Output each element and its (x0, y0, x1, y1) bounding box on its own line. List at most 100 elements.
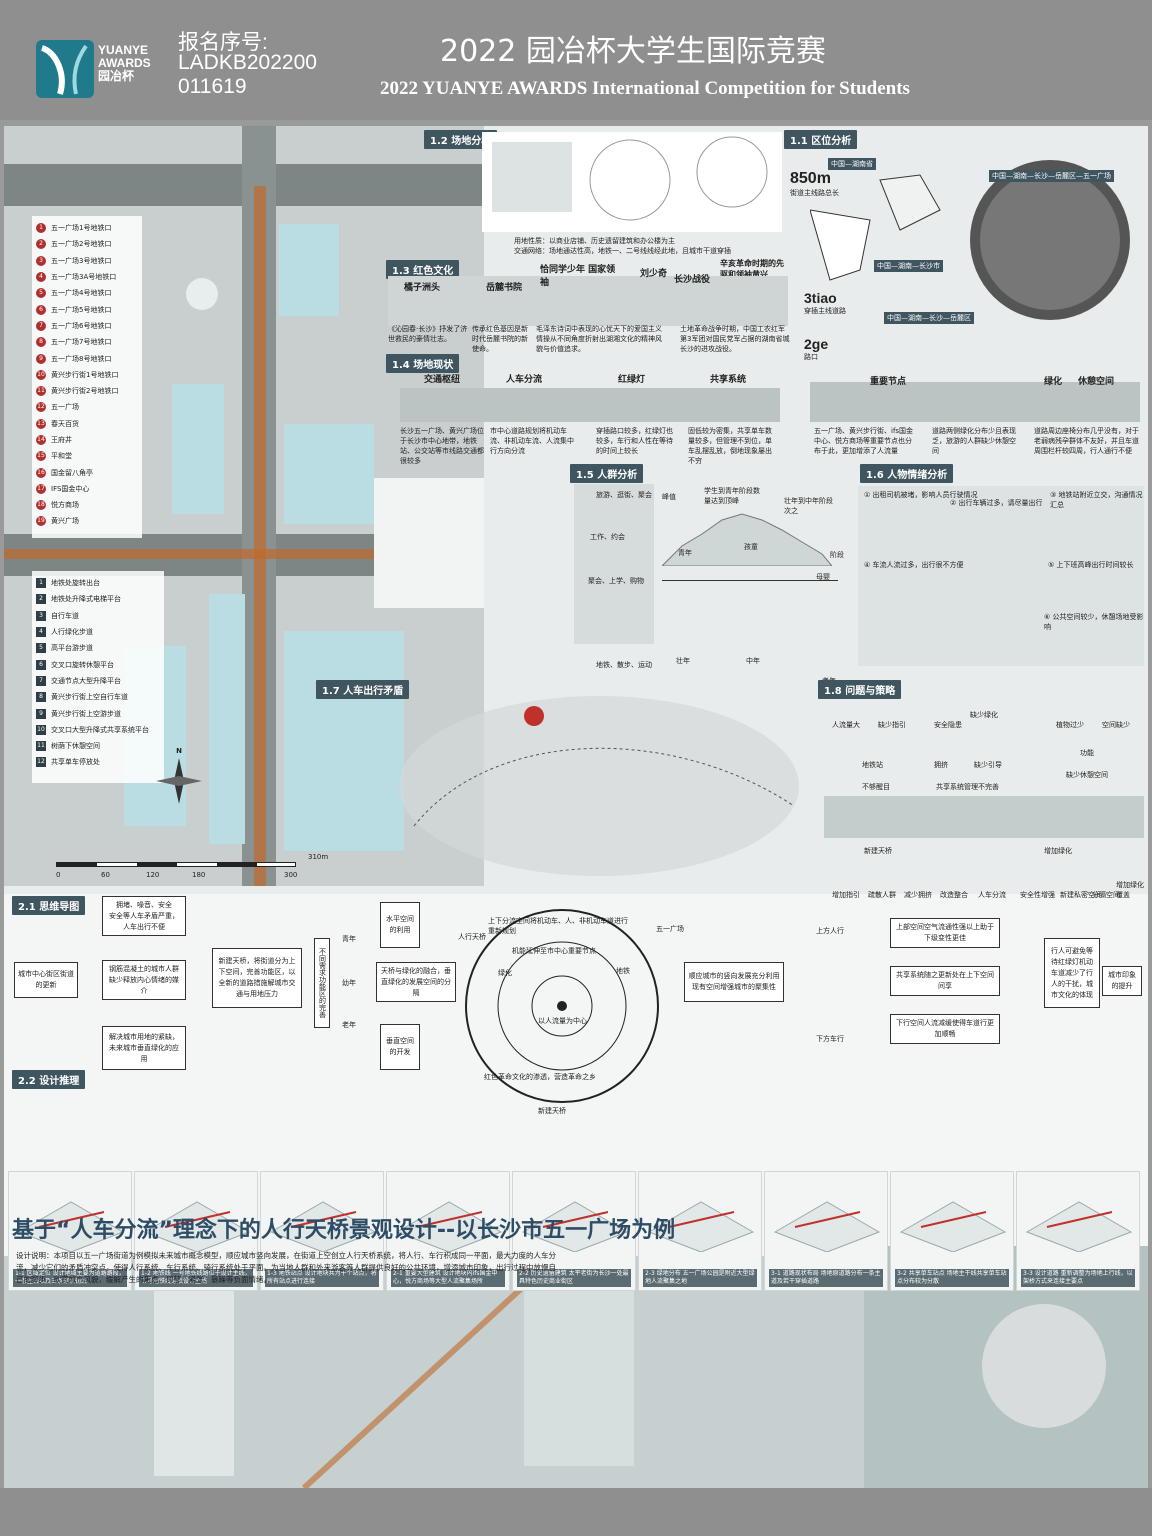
emotion-note: ⑥ 公共空间较少，休憩场地受影响 (1044, 613, 1144, 631)
benefit-label: 疏散人群 (868, 891, 896, 899)
status-desc: 五一广场、黄兴步行街、ifs国金中心、悦方商场等重要节点也分布于此，更加增添了人… (814, 427, 914, 455)
status-desc: 市中心道路规划将机动车流、非机动车流、人流集中行方向分流 (490, 427, 574, 455)
node-number-badge: 2 (36, 594, 46, 605)
node-number-badge: 8 (36, 692, 46, 703)
crowd-group: 壮年 (676, 657, 690, 665)
strategy-node: 新建天桥 (864, 847, 892, 855)
step-caption: 2-3 绿地分布 五一广场公园是附近大型绿地人流聚集之地 (643, 1269, 757, 1287)
station-label: 五一广场6号地铁口 (51, 321, 112, 330)
crowd-activity: 聚会、上学、购物 (588, 577, 644, 585)
station-label: 五一广场3A号地铁口 (51, 273, 117, 282)
node-label: 树荫下休憩空间 (51, 742, 100, 751)
logo-line1: YUANYE (98, 43, 149, 57)
step-axonometric (647, 1201, 755, 1253)
crowd-activity: 工作、约会 (590, 533, 625, 541)
age-label: 老年 (342, 1021, 356, 1029)
crowd-activity: 旅游、逛街、聚会 (596, 491, 652, 499)
section-1-3: 1.3 红色文化 (386, 260, 460, 279)
problem-node: 空间缺少 (1102, 721, 1130, 729)
step-caption: 3-3 设计道路 重新调整为场地上行线，以架桥方式来连接主要点 (1021, 1269, 1135, 1287)
scale-tick: 60 (101, 871, 110, 879)
section-1-5: 1.5 人群分析 (570, 464, 644, 483)
node-label: 高平台游步道 (51, 644, 93, 653)
station-label: 黄兴步行街2号地铁口 (51, 387, 119, 396)
circle-label: 绿化 (498, 969, 512, 977)
logo-text: YUANYE AWARDS 园冶杯 (98, 44, 151, 83)
section-1-8: 1.8 问题与策略 (818, 680, 902, 699)
node-label: 地铁处旋转出台 (51, 579, 100, 588)
mindmap-problem: 拥堵、噪音、安全 安全等人车矛盾严重，人车出行不便 (102, 896, 186, 936)
emotion-note: ② 出行车辆过多，请尽量出行 (950, 499, 1043, 507)
crowd-peak: 峰值 (662, 493, 676, 501)
location-callout: 中国—湖南—长沙—岳麓区—五一广场 (989, 170, 1114, 182)
station-label: 五一广场1号地铁口 (51, 224, 112, 233)
registration-number-line2: 011619 (178, 75, 247, 98)
mindmap-concept: 新建天桥，将街道分为上下空间，完善功能区，以全新的道路措施解城市交通与用地压力 (212, 948, 302, 1008)
scale-end: 310m (308, 853, 329, 861)
location-callout: 中国—湖南省 (828, 158, 876, 170)
scale-tick: 0 (56, 871, 61, 879)
crowd-photos (574, 484, 654, 644)
circle-label: 新建天桥 (538, 1107, 566, 1115)
node-number-badge: 6 (36, 659, 46, 670)
node-number-badge: 3 (36, 610, 46, 621)
culture-place: 长沙战役 (674, 275, 711, 285)
station-number-badge: 17 (36, 483, 46, 494)
circle-label: 机能延伸至市中心重要节点 (512, 947, 596, 955)
mindmap-result: 共享系统随之更新处在上下空间间享 (890, 966, 1000, 996)
section-1-7: 1.7 人车出行矛盾 (316, 680, 410, 699)
station-label: 悦方商场 (51, 501, 79, 510)
circle-label: 红色革命文化的渗透，营造革命之乡 (484, 1073, 596, 1081)
station-legend-item: 7 五一广场6号地铁口 (36, 318, 138, 334)
node-label: 自行车道 (51, 611, 79, 620)
crowd-note: 学生到青年阶段数量达到顶峰 (704, 487, 760, 505)
concept-circle (452, 906, 672, 1106)
station-number-badge: 16 (36, 467, 46, 478)
node-number-badge: 5 (36, 643, 46, 654)
station-label: 春天百货 (51, 419, 79, 428)
crowd-group: 母婴 (816, 573, 830, 581)
station-number-badge: 18 (36, 500, 46, 511)
node-label: 交通节点大型升降平台 (51, 676, 121, 685)
design-step: 2-3 绿地分布 五一广场公园是附近大型绿地人流聚集之地 (638, 1171, 762, 1291)
station-label: 五一广场5号地铁口 (51, 305, 112, 314)
culture-place: 恰同学少年 国家领袖 (540, 265, 616, 288)
problem-node: 地铁站 (862, 761, 883, 769)
crowd-group: 青年 (678, 549, 692, 557)
crowd-activity: 地铁、散步、运动 (596, 661, 652, 669)
section-1-2: 1.2 场地分析 (424, 130, 498, 149)
site-event: 辛亥革命时期的先驱和领袖黄兴 (720, 259, 784, 279)
scale-tick: 180 (192, 871, 206, 879)
mindmap-concept: 不同需求功能区的完善 (314, 938, 330, 1028)
crowd-note: 壮年到中年阶段次之 (784, 497, 833, 515)
mindmap-concept: 天桥与绿化的融合，垂直绿化的发展空间的分隔 (376, 962, 456, 1002)
station-label: 国金留八角亭 (51, 468, 93, 477)
emotion-note: ④ 车流人流过多，出行很不方便 (864, 561, 964, 569)
section-1-6: 1.6 人物情绪分析 (860, 464, 954, 483)
benefit-label: 人车分流 (978, 891, 1006, 899)
station-number-badge: 7 (36, 320, 46, 331)
crowd-group: 中年 (746, 657, 760, 665)
step-caption: 1-2 地铁线 一号地铁线路位于设计主线，二号地铁线穿插设计主线 (139, 1269, 253, 1287)
step-axonometric (899, 1201, 1007, 1253)
footer-band (0, 1488, 1152, 1536)
status-heading: 人车分流 (506, 375, 543, 385)
design-step: 2-1 重要大型建筑 设计地块内ifs国金中心，悦方商场等大型人流聚集场所 (386, 1171, 510, 1291)
step-axonometric (17, 1201, 125, 1253)
section-2-2: 2.2 设计推理 (12, 1070, 86, 1089)
node-number-badge: 11 (36, 741, 46, 752)
location-callout: 中国—湖南—长沙市 (874, 260, 943, 272)
benefit-label: 安全性增强 (1020, 891, 1055, 899)
status-heading: 交通枢纽 (424, 375, 461, 385)
culture-desc: 传承红色基因是新时代岳麓书院的新使命。 (472, 325, 528, 353)
scale-tick: 120 (146, 871, 160, 879)
node-legend-item: 5 高平台游步道 (36, 640, 160, 656)
